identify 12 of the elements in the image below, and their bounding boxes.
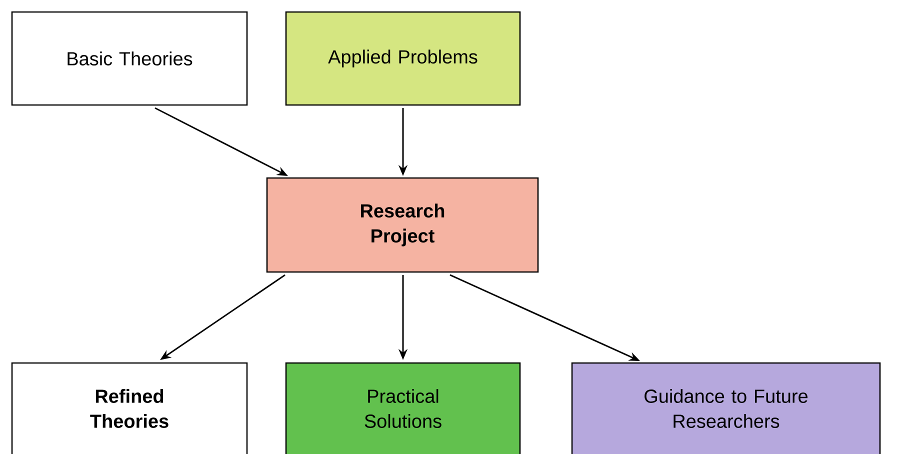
- process-box: [11, 362, 248, 454]
- process-box: [11, 11, 248, 106]
- process-box: [285, 362, 521, 454]
- process-box: [571, 362, 881, 454]
- box-label: Basic Theories: [68, 52, 192, 66]
- process-box: [285, 11, 521, 106]
- process-box: [266, 177, 539, 273]
- box-label: Practical Solutions: [364, 389, 442, 428]
- box-label: Guidance to Future Researchers: [644, 389, 808, 428]
- box-label: Refined Theories: [90, 389, 168, 428]
- box-label: Research Project: [361, 204, 444, 246]
- box-label: Applied Problems: [328, 50, 478, 68]
